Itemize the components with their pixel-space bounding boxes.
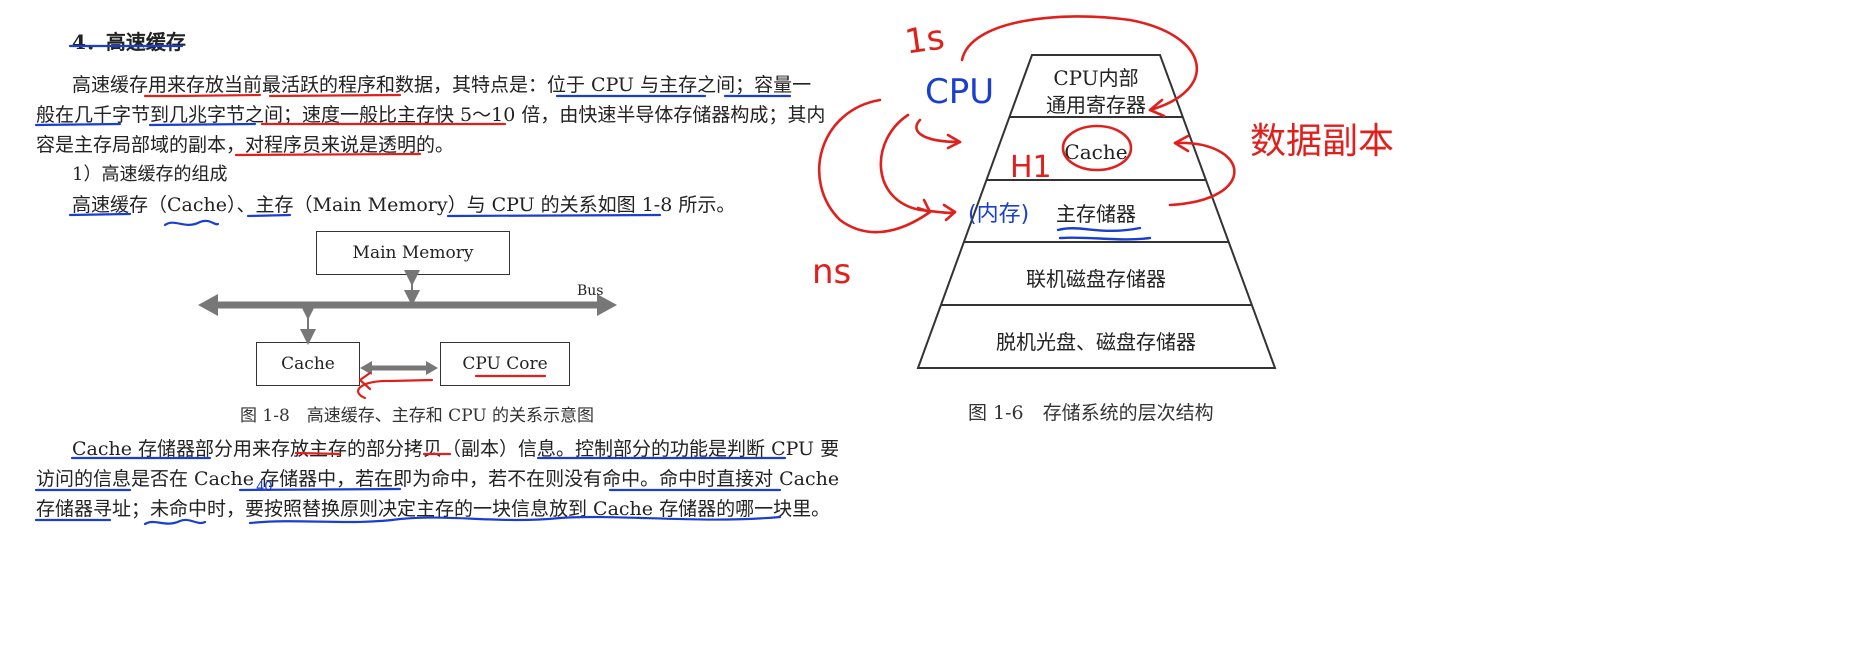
cpu-core-box: CPU Core: [440, 342, 570, 386]
note-ns: ns: [812, 252, 852, 292]
para3-line3: 存储器寻址；未命中时，要按照替换原则决定主存的一块信息放到 Cache 存储器的…: [36, 498, 831, 520]
note-cpu: CPU: [925, 72, 995, 112]
pyramid-level-offline-disk: 脱机光盘、磁盘存储器: [996, 330, 1196, 354]
pyramid-level-cpu: CPU内部: [1053, 66, 1139, 90]
red-handwriting: [817, 15, 1236, 234]
note-1s: 1s: [902, 17, 947, 63]
note-main: (内存): [968, 202, 1030, 227]
blue-handwriting: [1056, 226, 1152, 241]
bus-label: Bus: [577, 283, 604, 299]
para3-line2: 访问的信息是否在 Cache 存储器中，若在即为命中，若不在则没有命中。命中时直…: [36, 468, 840, 490]
main-memory-box: Main Memory: [316, 231, 510, 275]
note-h1: H1: [1010, 150, 1052, 185]
para3-line1: Cache 存储器部分用来存放主存的部分拷贝（副本）信息。控制部分的功能是判断 …: [72, 438, 840, 460]
sub-heading: 1）高速缓存的组成: [72, 164, 228, 185]
pyramid-level-registers: 通用寄存器: [1046, 93, 1146, 117]
para1-line2: 般在几千字节到几兆字节之间；速度一般比主存快 5～10 倍，由快速半导体存储器构…: [36, 104, 826, 126]
blue-underlines: [34, 44, 792, 526]
red-underlines: [143, 93, 547, 456]
figure-1-8-caption: 图 1-8 高速缓存、主存和 CPU 的关系示意图: [240, 406, 595, 426]
note-copy: 数据副本: [1250, 121, 1395, 162]
figure-1-6-caption: 图 1-6 存储系统的层次结构: [968, 402, 1214, 424]
note-40: 40: [256, 480, 273, 495]
para1-line1: 高速缓存用来存放当前最活跃的程序和数据，其特点是：位于 CPU 与主存之间；容量…: [72, 74, 812, 96]
pyramid-level-main-memory: 主存储器: [1056, 202, 1136, 226]
pyramid-level-online-disk: 联机磁盘存储器: [1026, 267, 1166, 291]
section-heading: 4．高速缓存: [72, 30, 186, 54]
para1-line3: 容是主存局部域的副本，对程序员来说是透明的。: [36, 134, 455, 156]
pyramid-level-cache: Cache: [1064, 140, 1128, 164]
cache-box: Cache: [256, 342, 360, 386]
para2: 高速缓存（Cache）、主存（Main Memory）与 CPU 的关系如图 1…: [72, 194, 736, 216]
